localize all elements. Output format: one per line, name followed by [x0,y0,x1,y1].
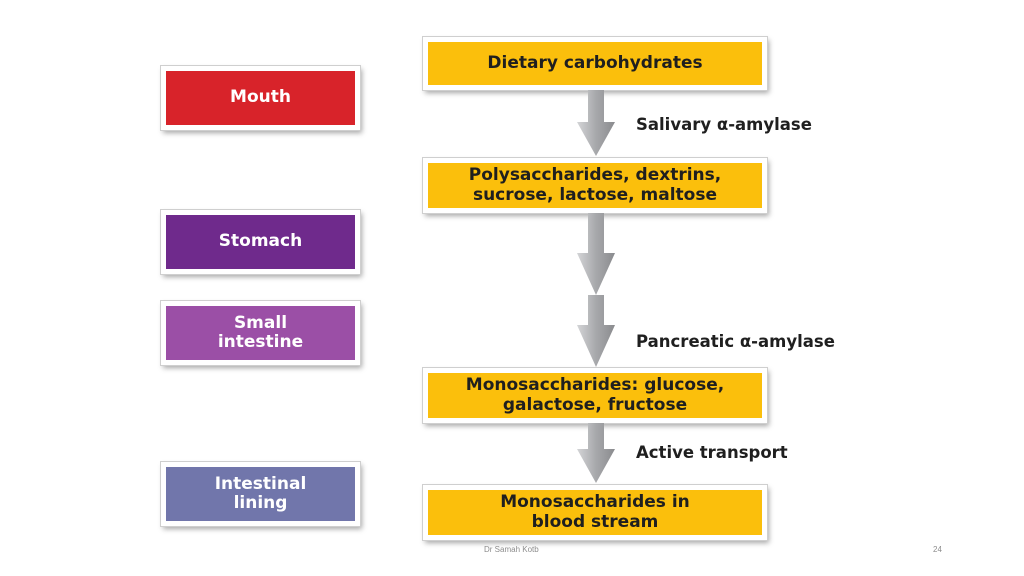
arrow-down-icon [577,423,615,483]
intestinal-lining-line-1: Intestinal [214,473,307,494]
monosaccharides-label: Monosaccharides: glucose, galactose, fru… [466,376,724,414]
footer-author: Dr Samah Kotb [484,545,539,554]
dietary-carbohydrates-label: Dietary carbohydrates [487,52,703,73]
mouth-box: Mouth [161,66,360,130]
blood-stream-box: Monosaccharides in blood stream [423,485,767,540]
intestinal-lining-label: Intestinal lining [214,473,307,513]
small-intestine-line-2: intestine [217,332,304,352]
polysaccharides-line-2: sucrose, lactose, maltose [472,184,718,205]
pancreatic-amylase-label: Pancreatic α-amylase [636,332,835,351]
active-transport-label: Active transport [636,443,788,462]
monosaccharides-line-2: galactose, fructose [502,394,688,415]
page-number: 24 [933,545,942,554]
blood-stream-line-1: Monosaccharides in [500,492,690,513]
intestinal-lining-line-2: lining [233,493,288,513]
small-intestine-label: Small intestine [217,312,304,352]
small-intestine-box: Small intestine [161,301,360,365]
arrow-down-icon [577,90,615,156]
blood-stream-line-2: blood stream [531,511,659,532]
polysaccharides-label: Polysaccharides, dextrins, sucrose, lact… [469,166,721,204]
monosaccharides-box: Monosaccharides: glucose, galactose, fru… [423,368,767,423]
arrow-down-icon [577,213,615,367]
blood-stream-label: Monosaccharides in blood stream [500,493,690,531]
intestinal-lining-box: Intestinal lining [161,462,360,526]
stomach-label: Stomach [218,231,303,252]
mouth-label: Mouth [230,87,291,108]
polysaccharides-box: Polysaccharides, dextrins, sucrose, lact… [423,158,767,213]
polysaccharides-line-1: Polysaccharides, dextrins, [468,165,722,186]
stomach-box: Stomach [161,210,360,274]
small-intestine-line-1: Small [233,312,288,333]
salivary-amylase-label: Salivary α-amylase [636,115,812,134]
monosaccharides-line-1: Monosaccharides: glucose, [465,375,725,396]
dietary-carbohydrates-box: Dietary carbohydrates [423,37,767,90]
